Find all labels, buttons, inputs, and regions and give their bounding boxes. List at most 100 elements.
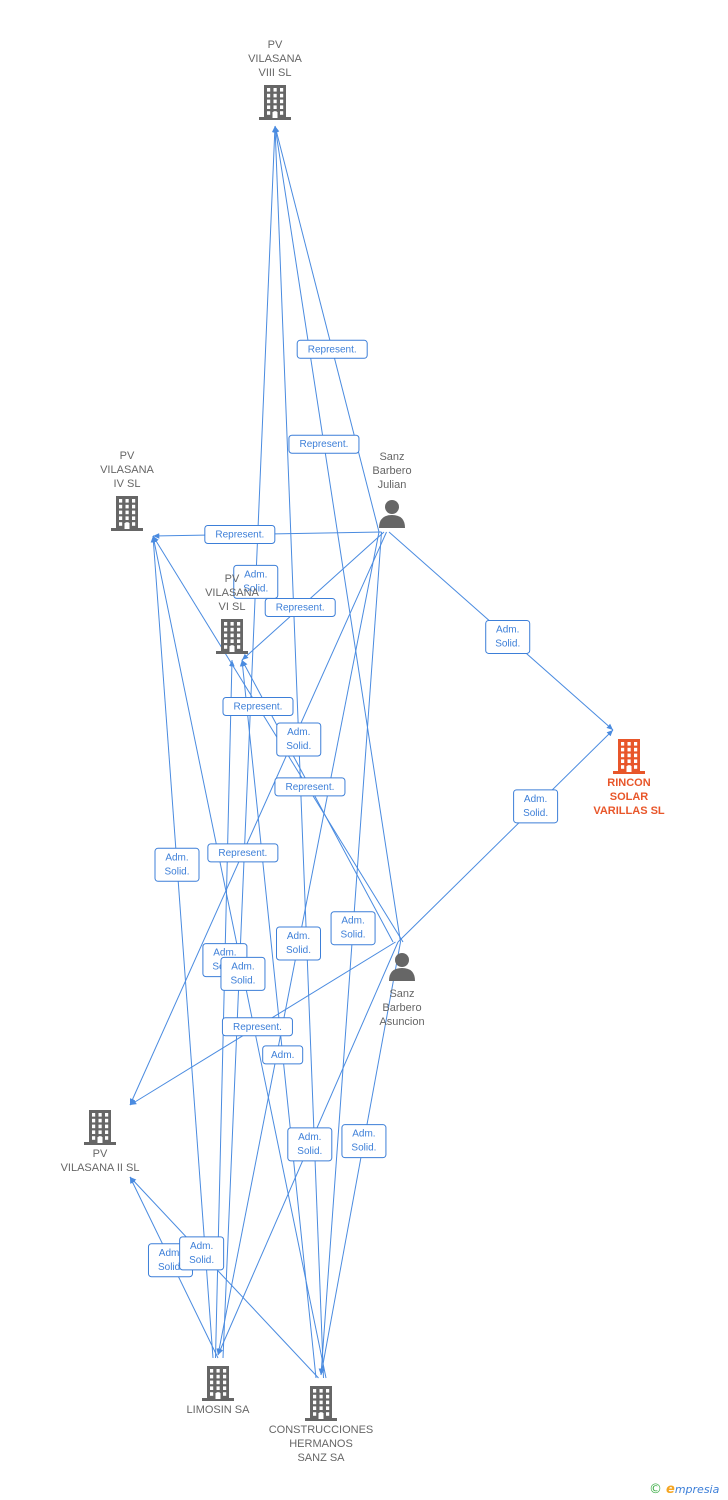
edge-label-box [262, 1045, 304, 1065]
edge-label-asuncion-pv2: Represent. [221, 1017, 293, 1037]
edge-label-text: Solid. [243, 583, 268, 594]
edge-label-box [276, 722, 322, 757]
copyright-symbol: © [649, 1481, 662, 1497]
node-label: VIII SL [258, 67, 291, 79]
edge-label-text: Represent. [285, 782, 334, 793]
edge-label-text: Solid. [297, 1146, 322, 1157]
edge-limosin-pv8 [222, 125, 278, 1359]
node-pv4[interactable]: PV VILASANA IV SL [100, 450, 155, 531]
node-label: PV [93, 1148, 108, 1160]
edge-label-box [207, 843, 279, 863]
node-label: VILASANA [248, 53, 302, 65]
edge-label-box [330, 911, 376, 946]
edge-label-text: Adm. [352, 1129, 375, 1140]
edge-label-asuncion-pv4: Represent. [222, 697, 294, 717]
edge-label-box [220, 956, 266, 991]
edge-label-box [274, 777, 346, 797]
edge-label-asuncion-rincon: Adm. Solid. [513, 789, 559, 824]
node-label: VILASANA [100, 464, 154, 476]
edge-label-text: Represent. [234, 702, 283, 713]
edge-label-text: Adm. [287, 727, 310, 738]
node-label: RINCON [607, 777, 650, 789]
edge-label-box [204, 524, 276, 544]
edge-label-text: Adm. [341, 916, 364, 927]
edge-label-asuncion-pv6: Represent. [274, 777, 346, 797]
node-label: Julian [378, 479, 407, 491]
edge-label-julian-pv6: Represent. [264, 598, 336, 618]
node-label: PV [120, 450, 135, 462]
edge-label-asuncion-limosin: Adm. Solid. [287, 1127, 333, 1162]
node-label: PV [268, 39, 283, 51]
nodes-layer: PV VILASANA VIII SL PV VILASANA IV SL PV VILASA… [61, 39, 665, 1464]
edge-label-text: Solid. [158, 1262, 183, 1273]
building-icon [84, 1110, 116, 1145]
edge-label-box [485, 619, 531, 654]
edge-label-text: Adm. [524, 794, 547, 805]
brand-initial: e [666, 1481, 675, 1497]
node-label: VARILLAS SL [593, 805, 665, 817]
edge-label-box [264, 598, 336, 618]
edge-label-text: Represent. [276, 603, 325, 614]
edge-label-text: Solid. [495, 638, 520, 649]
edge-label-construcciones-pv2: Adm.Solid. [179, 1236, 225, 1271]
edge-label-text: Represent. [218, 848, 267, 859]
edge-label-box [221, 1017, 293, 1037]
node-limosin[interactable]: LIMOSIN SA [187, 1366, 251, 1416]
edge-asuncion-rincon [397, 729, 614, 943]
edge-label-limosin-pv4: Adm. Solid. [154, 847, 200, 882]
node-label: IV SL [114, 478, 141, 490]
brand-name: mpresia [674, 1482, 720, 1496]
edge-label-julian-limosin: Adm.Solid. [276, 926, 321, 961]
edge-label-julian-pv2: Represent. [207, 843, 279, 863]
edge-label-asuncion-construcciones: Adm. Solid. [341, 1124, 387, 1159]
edge-label-julian-rincon: Adm. Solid. [485, 619, 531, 654]
edge-label-text: Represent. [299, 439, 348, 450]
edge-label-text: Solid. [230, 975, 255, 986]
node-label: Barbero [372, 465, 411, 477]
edge-label-text: Adm. [298, 1132, 321, 1143]
edges-layer [129, 125, 614, 1379]
building-icon [202, 1366, 234, 1401]
edge-label-text: Adm. [271, 1050, 294, 1061]
edge-label-text: Solid. [523, 808, 548, 819]
person-icon [379, 500, 405, 528]
edge-label-text: Solid. [164, 866, 189, 877]
edge-label-julian-pv8: Represent. [296, 339, 368, 359]
edge-label-box [296, 339, 368, 359]
edge-limosin-pv4 [150, 535, 214, 1359]
edge-julian-construcciones [318, 531, 382, 1376]
edge-asuncion-pv8 [273, 125, 401, 943]
edge-label-text: Adm. [496, 624, 519, 635]
edge-label-text: Adm. [165, 852, 188, 863]
edge-labels-layer: Represent. Represent. Represent. Represent.… [147, 339, 559, 1278]
edge-label-box [341, 1124, 387, 1159]
building-icon [216, 619, 248, 654]
node-label: PV [225, 573, 240, 585]
edge-label-box [154, 847, 200, 882]
edge-label-text: Adm. [159, 1248, 182, 1259]
edge-label-box [233, 564, 279, 599]
building-icon [111, 496, 143, 531]
edge-label-construcciones-pv4: Adm.Solid. [220, 956, 266, 991]
node-pv8[interactable]: PV VILASANA VIII SL [248, 39, 303, 120]
edge-julian-pv6 [241, 531, 385, 661]
node-label: Barbero [382, 1002, 421, 1014]
node-pv2[interactable]: PV VILASANA II SL [61, 1110, 140, 1174]
node-label: Asuncion [379, 1016, 424, 1028]
edge-label-box [276, 926, 321, 961]
edge-label-box [222, 697, 294, 717]
edge-label-text: Solid. [351, 1143, 376, 1154]
edge-label-box [287, 1127, 333, 1162]
node-label: VILASANA [205, 587, 259, 599]
edge-label-text: Represent. [233, 1022, 282, 1033]
node-label: CONSTRUCCIONES [269, 1424, 374, 1436]
edge-label-limosin-pv8: Adm.Solid. [233, 564, 279, 599]
edge-label-text: Solid. [341, 930, 366, 941]
node-label: VILASANA II SL [61, 1162, 140, 1174]
edge-label-text: Adm. [190, 1241, 213, 1252]
